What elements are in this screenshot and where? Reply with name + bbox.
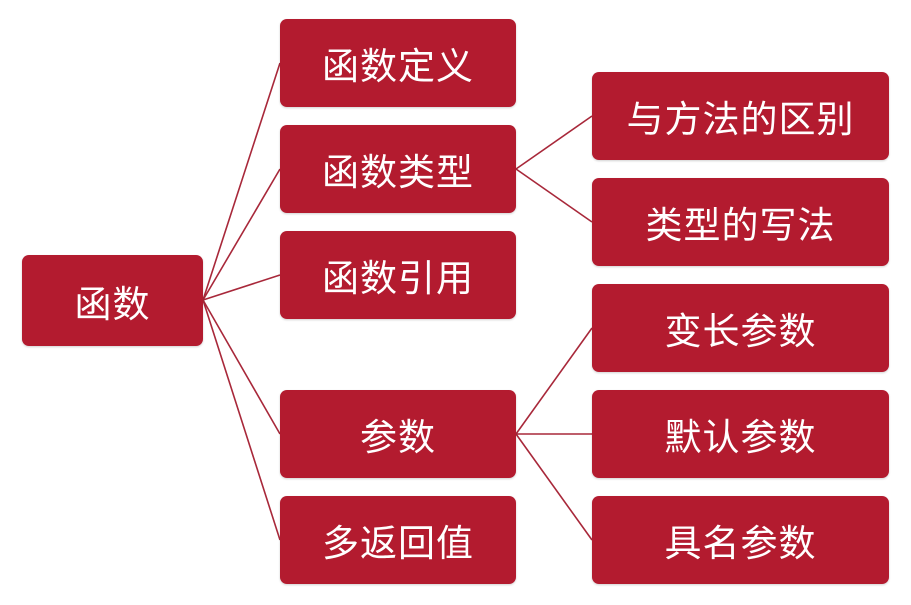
connector-root-definition: [202, 62, 281, 301]
node-named-parameters: 具名参数: [592, 496, 889, 584]
connector-params-named: [515, 433, 593, 541]
connector-params-variadic: [515, 327, 593, 435]
connector-types-writing: [515, 168, 593, 223]
node-function-types: 函数类型: [280, 125, 516, 213]
node-multiple-return-values: 多返回值: [280, 496, 516, 584]
node-parameters: 参数: [280, 390, 516, 478]
node-function-definition: 函数定义: [280, 19, 516, 107]
node-function-reference: 函数引用: [280, 231, 516, 319]
node-default-parameters: 默认参数: [592, 390, 889, 478]
connector-types-diff: [515, 115, 593, 170]
connector-root-multi-return: [202, 299, 281, 541]
connector-root-parameters: [202, 299, 281, 435]
connector-root-types: [202, 168, 281, 301]
node-root-functions: 函数: [22, 255, 203, 346]
node-type-syntax: 类型的写法: [592, 178, 889, 266]
connector-root-reference: [202, 274, 281, 301]
node-difference-from-methods: 与方法的区别: [592, 72, 889, 160]
node-variadic-parameters: 变长参数: [592, 284, 889, 372]
